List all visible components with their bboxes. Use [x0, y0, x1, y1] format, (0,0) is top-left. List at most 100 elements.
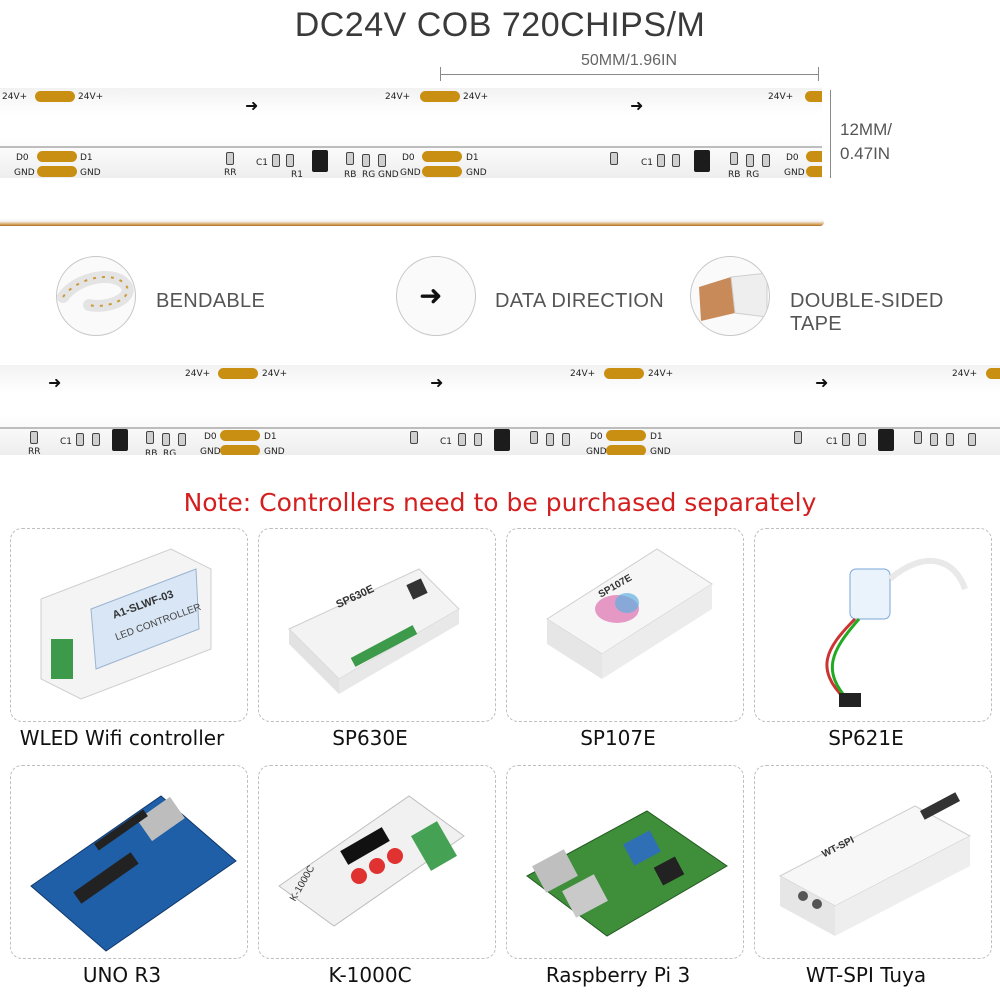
label-24v: 24V+	[78, 92, 104, 102]
k1000c-controller-image	[278, 795, 465, 927]
led-strip-bottom: ➜ 24V+ 24V+ ➜ 24V+ 24V+ ➜ 24V+ RR C1 RB …	[0, 365, 1000, 455]
label-24v: 24V+	[385, 92, 411, 102]
solder-pad	[806, 166, 822, 177]
solder-pad	[220, 445, 260, 455]
sp621e-controller-image	[825, 558, 968, 707]
resistor	[858, 433, 866, 446]
resistor	[92, 433, 100, 446]
label-rg: RG	[362, 170, 376, 178]
solder-pad	[37, 151, 77, 162]
resistor	[762, 154, 770, 167]
resistor	[672, 154, 680, 167]
controller-card-sp621e[interactable]	[754, 528, 992, 722]
resistor	[946, 433, 954, 446]
resistor	[968, 433, 976, 446]
controller-card-sp107e[interactable]: SP107E	[506, 528, 744, 722]
label-d0: D0	[204, 432, 217, 442]
label-c1: C1	[641, 158, 654, 168]
controller-card-sp630e[interactable]: SP630E	[258, 528, 496, 722]
resistor	[410, 431, 418, 444]
controller-name: K-1000C	[328, 963, 412, 987]
label-gnd: GND	[200, 447, 221, 455]
solder-pad	[606, 445, 646, 455]
controller-card-uno-r3[interactable]	[10, 765, 248, 959]
label-d0: D0	[590, 432, 603, 442]
solder-pad	[37, 166, 77, 177]
label-rb: RB	[728, 170, 741, 178]
height-dimension-line1: 12MM/	[840, 120, 892, 139]
resistor	[178, 433, 186, 446]
feature-double-sided-tape: DOUBLE-SIDED TAPE	[790, 290, 944, 335]
label-gnd: GND	[650, 447, 671, 455]
led-strip-top: 24V+ 24V+ ➜ 24V+ 24V+ ➜ 24V+ D0 D1 GND G…	[0, 88, 822, 178]
label-rb: RB	[344, 170, 357, 178]
resistor	[746, 154, 754, 167]
solder-pad	[986, 368, 1000, 379]
strip-side-profile	[0, 218, 824, 226]
label-d1: D1	[264, 432, 277, 442]
controller-card-wled[interactable]: A1-SLWF-03 LED CONTROLLER	[10, 528, 248, 722]
resistor	[146, 431, 154, 444]
resistor	[562, 433, 570, 446]
ic-chip	[312, 150, 328, 172]
controller-card-raspberry-pi[interactable]	[506, 765, 744, 959]
resistor	[162, 433, 170, 446]
label-gnd: GND	[784, 168, 805, 178]
label-gnd: GND	[466, 168, 487, 178]
solder-pad	[604, 368, 644, 379]
ic-chip	[494, 429, 510, 451]
page-title: DC24V COB 720CHIPS/M	[294, 6, 706, 44]
resistor	[474, 433, 482, 446]
resistor	[362, 154, 370, 167]
arrow-right-icon: ➜	[815, 375, 829, 392]
arrow-right-icon: ➜	[630, 98, 644, 115]
raspberry-pi-board-image	[526, 810, 728, 937]
ic-chip	[694, 150, 710, 172]
label-r1: R1	[291, 170, 303, 178]
label-c1: C1	[440, 437, 453, 447]
arrow-right-icon: ➜	[430, 375, 444, 392]
resistor	[914, 431, 922, 444]
label-rb: RB	[145, 449, 158, 455]
capacitor	[76, 433, 84, 446]
label-24v: 24V+	[952, 369, 978, 379]
controller-name: Raspberry Pi 3	[545, 963, 691, 987]
wled-controller-image	[40, 548, 212, 700]
resistor	[30, 431, 38, 444]
label-d0: D0	[16, 153, 29, 163]
label-rg: RG	[746, 170, 760, 178]
label-gnd: GND	[400, 168, 421, 178]
controller-name: SP621E	[828, 726, 904, 750]
ic-chip	[112, 429, 128, 451]
label-gnd: GND	[80, 168, 101, 178]
solder-pad	[220, 430, 260, 441]
label-d1: D1	[466, 153, 479, 163]
arrow-right-icon: ➜	[245, 98, 259, 115]
label-24v: 24V+	[570, 369, 596, 379]
resistor	[346, 152, 354, 165]
label-gnd: GND	[586, 447, 607, 455]
label-gnd: GND	[378, 170, 399, 178]
controller-card-wt-spi[interactable]: WT-SPI	[754, 765, 992, 959]
label-c1: C1	[256, 158, 269, 168]
resistor	[730, 152, 738, 165]
resistor	[226, 152, 234, 165]
resistor	[610, 152, 618, 165]
resistor	[530, 431, 538, 444]
controller-name: UNO R3	[82, 963, 162, 987]
controller-name: SP630E	[332, 726, 408, 750]
uno-r3-board-image	[30, 795, 237, 952]
label-d1: D1	[80, 153, 93, 163]
purchase-note: Note: Controllers need to be purchased s…	[183, 488, 817, 517]
controller-card-k1000c[interactable]: K-1000C	[258, 765, 496, 959]
label-24v: 24V+	[2, 92, 28, 102]
strip-divider	[0, 427, 1000, 429]
arrow-right-icon: ➜	[48, 375, 62, 392]
controller-name: WT-SPI Tuya	[805, 963, 927, 987]
solder-pad	[420, 91, 460, 102]
height-dimension-line	[830, 90, 831, 178]
resistor	[286, 154, 294, 167]
label-24v: 24V+	[262, 369, 288, 379]
label-gnd: GND	[14, 168, 35, 178]
solder-pad	[606, 430, 646, 441]
